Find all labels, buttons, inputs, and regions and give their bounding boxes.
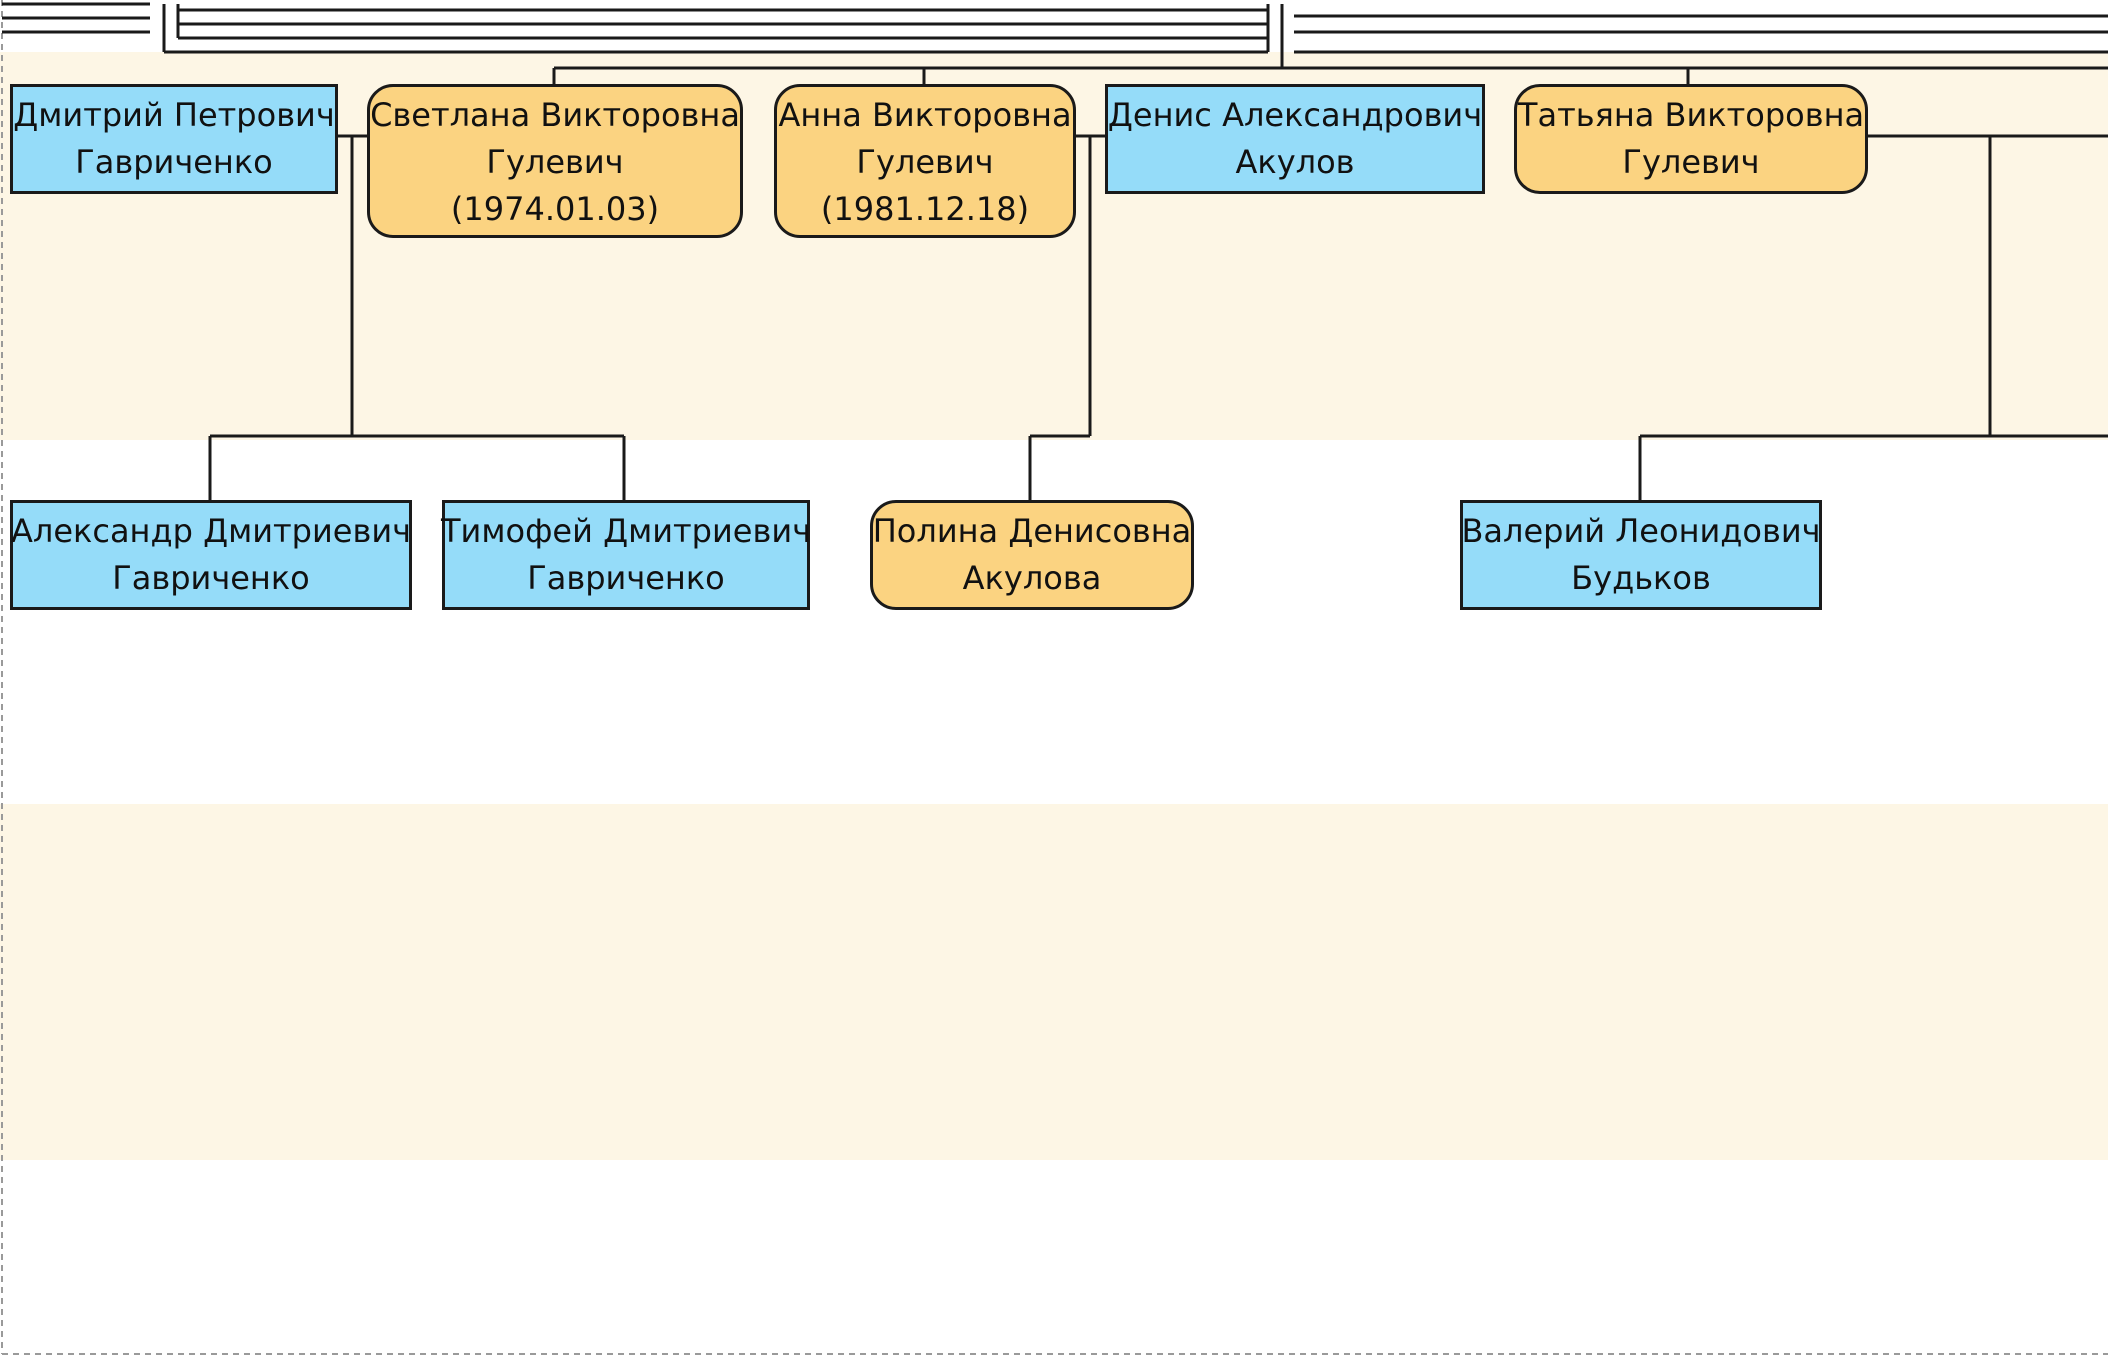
person-card-polina-akulova[interactable]: Полина Денисовна Акулова — [870, 500, 1194, 610]
person-first-name: Дмитрий Петрович — [13, 96, 335, 134]
person-last-name: Акулова — [962, 559, 1102, 597]
person-first-name: Светлана Викторовна — [370, 96, 740, 134]
person-card-valery-budkov[interactable]: Валерий Леонидович Будьков — [1460, 500, 1822, 610]
person-last-name: Будьков — [1571, 559, 1711, 597]
person-last-name: Гавриченко — [75, 143, 273, 181]
person-first-name: Александр Дмитриевич — [10, 512, 412, 550]
person-card-tatyana-gulevich[interactable]: Татьяна Викторовна Гулевич — [1514, 84, 1868, 194]
person-last-name: Акулов — [1235, 143, 1355, 181]
couple-connector-tatyana — [1638, 134, 2108, 500]
generation-band-3 — [0, 804, 2108, 1160]
person-first-name: Полина Денисовна — [872, 512, 1192, 550]
couple-connector-dmitry-svetlana — [208, 134, 626, 500]
person-last-name: Гавриченко — [112, 559, 310, 597]
person-card-timofey-gavrichenko[interactable]: Тимофей Дмитриевич Гавриченко — [441, 500, 812, 610]
person-card-anna-gulevich[interactable]: Анна Викторовна Гулевич (1981.12.18) — [774, 84, 1076, 238]
person-card-dmitry-gavrichenko[interactable]: Дмитрий Петрович Гавриченко — [10, 84, 338, 194]
person-last-name: Гулевич — [856, 143, 994, 181]
couple-connector-anna-denis — [1028, 134, 1106, 500]
person-last-name: Гулевич — [1622, 143, 1760, 181]
person-dates: (1974.01.03) — [450, 190, 660, 228]
person-first-name: Валерий Леонидович — [1461, 512, 1821, 550]
person-dates: (1981.12.18) — [820, 190, 1030, 228]
person-last-name: Гавриченко — [527, 559, 725, 597]
upper-generation-connectors — [2, 2, 2108, 70]
person-card-alexander-gavrichenko[interactable]: Александр Дмитриевич Гавриченко — [10, 500, 412, 610]
person-first-name: Тимофей Дмитриевич — [441, 512, 812, 550]
sibling-connector-generation-1 — [552, 66, 1690, 84]
person-first-name: Татьяна Викторовна — [1517, 96, 1865, 134]
person-first-name: Денис Александрович — [1107, 96, 1483, 134]
person-card-svetlana-gulevich[interactable]: Светлана Викторовна Гулевич (1974.01.03) — [367, 84, 743, 238]
person-first-name: Анна Викторовна — [778, 96, 1072, 134]
person-last-name: Гулевич — [486, 143, 624, 181]
person-card-denis-akulov[interactable]: Денис Александрович Акулов — [1105, 84, 1485, 194]
